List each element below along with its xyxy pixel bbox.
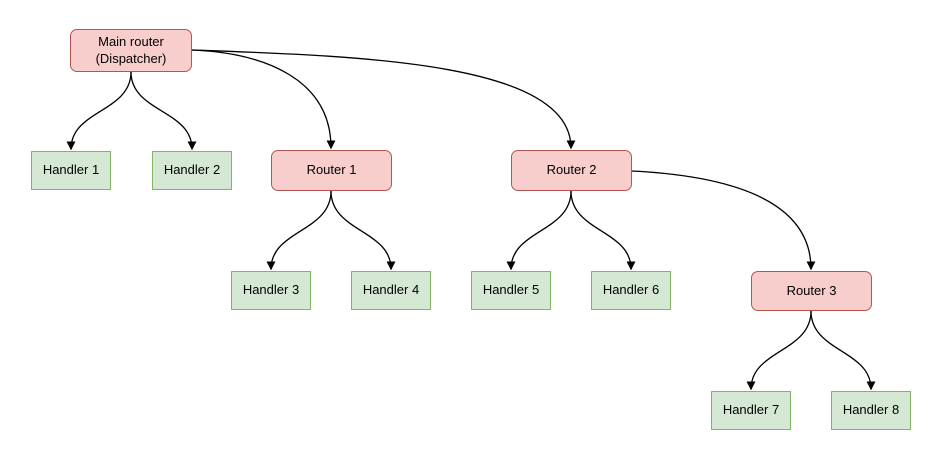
node-handler-6: Handler 6 [591,271,671,310]
node-router-2: Router 2 [511,150,632,191]
node-router-3: Router 3 [751,271,872,311]
edge-router-3-to-handler-7 [746,310,812,391]
node-main-router: Main router (Dispatcher) [70,29,192,72]
edge-main-router-to-handler-1 [66,71,132,151]
edge-router-1-to-handler-4 [330,190,396,271]
node-handler-3: Handler 3 [231,271,311,310]
edge-router-1-to-handler-3 [266,190,332,271]
edge-router-3-to-handler-8 [810,310,876,391]
node-handler-5: Handler 5 [471,271,551,310]
node-handler-2: Handler 2 [152,151,232,190]
node-handler-1: Handler 1 [31,151,111,190]
edge-router-2-to-handler-5 [506,190,572,271]
node-handler-7: Handler 7 [711,391,791,430]
node-router-1: Router 1 [271,150,392,191]
node-handler-8: Handler 8 [831,391,911,430]
edge-router-2-to-router-3 [631,170,816,271]
edge-main-router-to-router-1 [191,49,336,150]
edge-main-router-to-handler-2 [130,71,197,151]
node-handler-4: Handler 4 [351,271,431,310]
edge-router-2-to-handler-6 [570,190,636,271]
edge-main-router-to-router-2 [191,49,576,150]
